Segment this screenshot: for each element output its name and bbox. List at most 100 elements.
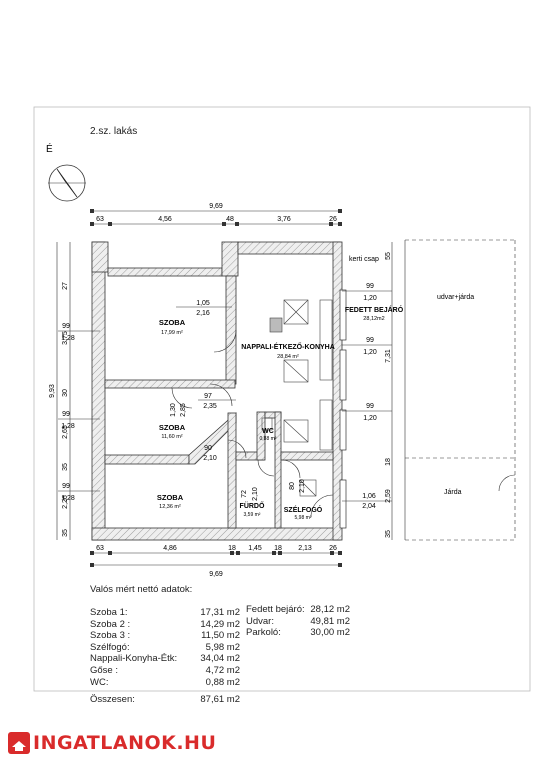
dim-left-part: 3,75	[62, 331, 69, 345]
dim-bottom-part: 18	[228, 545, 236, 552]
window-height: 1,28	[61, 423, 75, 430]
notes-label: Összesen:	[90, 694, 135, 706]
sheet-frame	[33, 106, 531, 692]
notes-row: Nappali-Konyha-Étk: 34,04 m2	[90, 653, 240, 664]
notes-row: Gőse : 4,72 m2	[90, 665, 240, 676]
window-width: 99	[62, 411, 70, 418]
walkway-label: Járda	[444, 489, 462, 496]
door-height: 2,35	[203, 403, 217, 410]
door-width: 1,05	[196, 300, 210, 307]
room-area: 11,60 m²	[161, 434, 182, 440]
dim-right-part: 7,31	[385, 349, 392, 363]
notes-value: 14,29 m2	[200, 618, 240, 630]
door-height: 2,10	[299, 479, 306, 493]
window-width: 99	[62, 323, 70, 330]
notes-value: 4,72 m2	[205, 665, 240, 676]
room-area: 5,98 m²	[295, 515, 312, 521]
left-window-lines	[58, 330, 100, 492]
yard-label: udvar+járda	[437, 294, 474, 301]
dim-left-part: 2,26	[62, 495, 69, 509]
extra-area-label: Fedett bejáró:	[246, 604, 305, 615]
window-width: 1,06	[362, 493, 376, 500]
extra-area-row: Udvar: 49,81 m2	[246, 616, 350, 628]
dim-right-part: 2,59	[385, 489, 392, 503]
notes-value: 5,98 m2	[205, 641, 240, 653]
dim-top-part: 4,56	[158, 216, 172, 223]
dim-bottom-part: 63	[96, 545, 104, 552]
door-swings	[171, 329, 334, 518]
left-dimensions: 9,93 27 3,75 30 2,65 35 2,26 35	[49, 282, 69, 537]
dimension-lines	[56, 210, 393, 566]
door-height: 2,10	[203, 455, 217, 462]
notes-label: Gőse :	[90, 665, 118, 676]
notes-label: Nappali-Konyha-Étk:	[90, 653, 178, 665]
notes-label: WC:	[90, 676, 109, 688]
extra-area-value: 30,00 m2	[310, 627, 350, 639]
kitchen-fixtures	[261, 299, 333, 497]
notes-total-row: Összesen: 87,61 m2	[90, 694, 240, 705]
window-height: 1,28	[61, 335, 75, 342]
notes-value: 17,31 m2	[200, 607, 240, 618]
walls	[91, 241, 343, 541]
top-dimensions: 9,69 63 4,56 48 3,76 26	[96, 203, 337, 223]
notes-value: 87,61 m2	[200, 694, 240, 706]
house-logo-icon	[8, 732, 30, 754]
room-name: SZOBA	[157, 493, 184, 502]
notes-row: Szélfogó:5,98 m2	[90, 642, 240, 653]
bottom-dimensions: 63 4,86 18 1,45 18 2,13 26 9,69	[96, 545, 337, 578]
notes-label: Szoba 2 :	[90, 618, 131, 630]
dim-top-part: 48	[226, 216, 234, 223]
room-area: 3,59 m²	[244, 512, 261, 518]
dim-left-part: 2,65	[62, 425, 69, 439]
room-area: 28,12m2	[363, 316, 384, 322]
site-logo: INGATLANOK.HU	[8, 730, 216, 756]
north-label: É	[46, 142, 53, 155]
dim-bottom-total: 9,69	[209, 571, 223, 578]
dim-bottom-part: 18	[274, 545, 282, 552]
window-width: 99	[366, 403, 374, 410]
extra-area-value: 49,81 m2	[310, 615, 350, 627]
dim-right-part: 18	[385, 458, 392, 466]
door-height: 2,85	[180, 403, 187, 417]
room-name: SZÉLFOGÓ	[284, 505, 323, 514]
room-name: SZOBA	[159, 318, 186, 327]
window-width: 99	[366, 283, 374, 290]
room-name: NAPPALI-ÉTKEZŐ-KONYHA	[241, 342, 335, 351]
notes-row: WC:0,88 m2	[90, 677, 240, 688]
room-area: 12,36 m²	[159, 504, 181, 510]
dim-bottom-part: 26	[329, 545, 337, 552]
notes-value: 11,50 m2	[201, 630, 240, 642]
left-window-marks: 99 1,28 99 1,28 99 1,28	[61, 323, 75, 502]
canopy-windows	[339, 289, 347, 529]
notes-row: Szoba 3 : 11,50 m2	[90, 630, 240, 641]
extra-area-row: Parkoló: 30,00 m2	[246, 627, 350, 639]
room-name: SZOBA	[159, 423, 186, 432]
dim-top-total: 9,69	[209, 203, 223, 210]
dim-top-part: 3,76	[277, 216, 291, 223]
notes-row: Szoba 1:17,31 m2	[90, 607, 240, 618]
plan-title: 2.sz. lakás	[90, 126, 138, 137]
window-width: 99	[62, 483, 70, 490]
window-height: 1,28	[61, 495, 75, 502]
room-area: 0,88 m²	[260, 436, 277, 442]
outside-area	[404, 239, 516, 541]
north-arrow	[48, 164, 86, 202]
extra-area-label: Udvar:	[246, 615, 274, 627]
door-width: 97	[204, 393, 212, 400]
notes-value: 34,04 m2	[200, 653, 240, 665]
notes-heading: Valós mért nettó adatok:	[90, 584, 193, 595]
window-height: 1,20	[363, 295, 377, 302]
extra-area-label: Parkoló:	[246, 627, 281, 639]
room-name: FEDETT BEJÁRÓ	[345, 305, 404, 314]
notes-row: Szoba 2 : 14,29 m2	[90, 619, 240, 630]
outside-labels: kerti csap udvar+járda Járda	[349, 256, 474, 496]
extra-area-value: 28,12 m2	[310, 604, 350, 615]
door-marks: 1,05 2,16 97 2,35 1,30 2,85 90 2,10 72 2…	[170, 300, 306, 501]
room-area: 28,84 m²	[277, 354, 299, 360]
window-height: 1,20	[363, 415, 377, 422]
notes-label: Szoba 3 :	[90, 630, 131, 642]
door-width: 1,30	[170, 403, 177, 417]
window-width: 99	[366, 337, 374, 344]
